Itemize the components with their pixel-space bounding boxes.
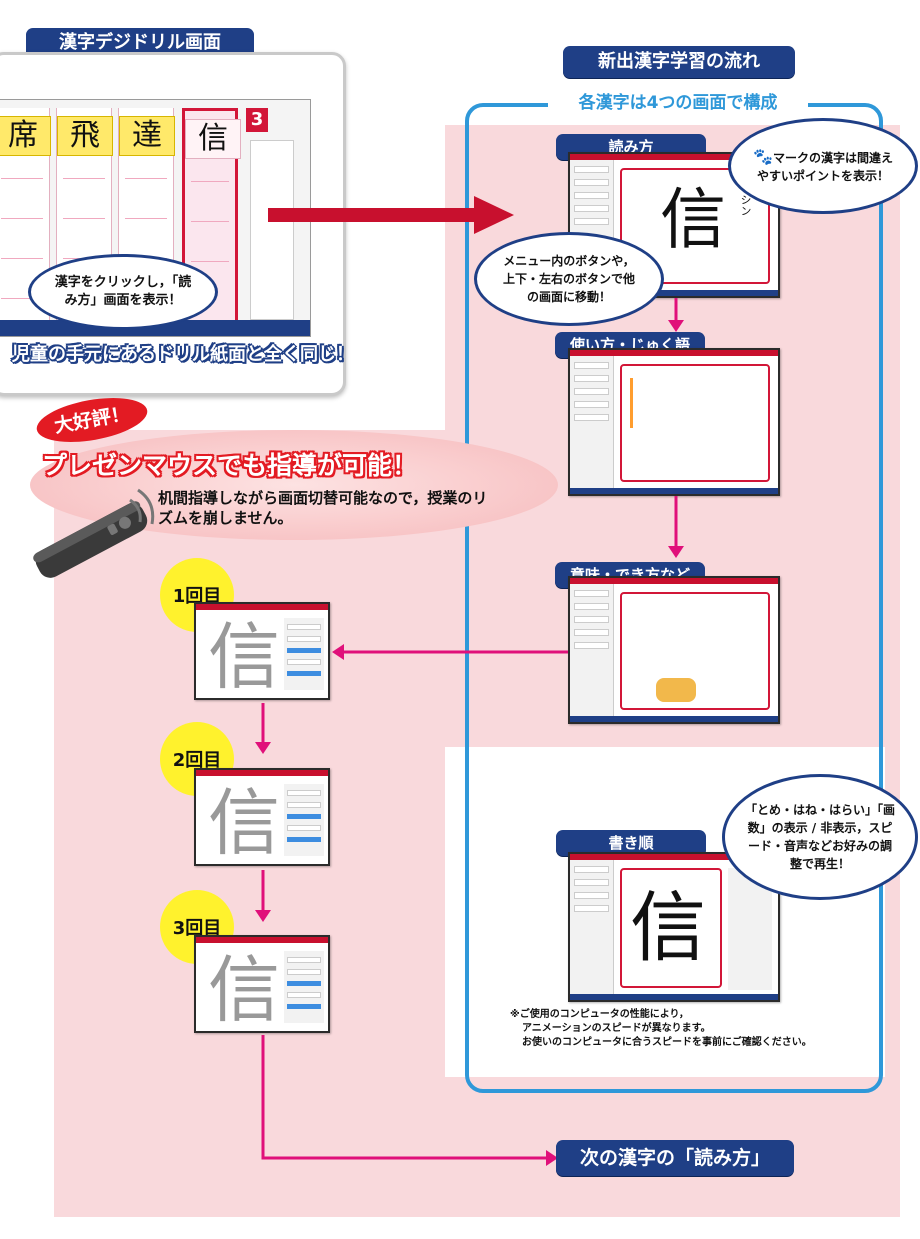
kanji-hi[interactable]: 飛 bbox=[57, 116, 113, 156]
kanji-tatsu[interactable]: 達 bbox=[119, 116, 175, 156]
stroke-screen[interactable]: 信 bbox=[568, 852, 780, 1002]
meaning-illustration bbox=[656, 678, 696, 702]
paw-icon: 🐾 bbox=[753, 146, 773, 166]
practice-kanji: 信 bbox=[208, 615, 281, 699]
drill-text-column bbox=[250, 140, 294, 320]
flow-label: 新出漢字学習の流れ bbox=[563, 46, 795, 78]
composition-label: 各漢字は4つの画面で構成 bbox=[548, 91, 808, 115]
promo-headline: プレゼンマウスでも指導が可能！ bbox=[42, 451, 418, 480]
note-line: アニメーションのスピードが異なります。 bbox=[522, 1023, 711, 1034]
practice-kanji: 信 bbox=[208, 781, 281, 865]
tablet-frame: 席 飛 達 信 3 bbox=[0, 52, 346, 396]
reading-on: シン bbox=[739, 194, 752, 216]
presenter-remote-icon bbox=[33, 488, 155, 578]
mark-callout-text: マークの漢字は間違えやすいポイントを表示！ bbox=[756, 150, 893, 183]
practice-screen-2[interactable]: 信 bbox=[194, 768, 330, 866]
stroke-callout: 「とめ・はね・はらい」「画数」の表示 / 非表示，スピード・音声などお好みの調整… bbox=[722, 774, 918, 900]
usage-screen[interactable] bbox=[568, 348, 780, 496]
practice-screen-3[interactable]: 信 bbox=[194, 935, 330, 1033]
menu-callout: メニュー内のボタンや，上下・左右のボタンで他の画面に移動！ bbox=[474, 232, 664, 326]
practice-screen-1[interactable]: 信 bbox=[194, 602, 330, 700]
lesson-number: 3 bbox=[246, 108, 268, 132]
note-line: お使いのコンピュータに合うスピードを事前にご確認ください。 bbox=[522, 1037, 812, 1048]
reading-screen[interactable]: 信 シン bbox=[568, 152, 780, 298]
kanji-seki[interactable]: 席 bbox=[0, 116, 51, 156]
meaning-screen[interactable] bbox=[568, 576, 780, 724]
stroke-kanji: 信 bbox=[630, 883, 706, 972]
promo-description: 机間指導しながら画面切替可能なので，授業のリズムを崩しません。 bbox=[158, 489, 488, 527]
usage-terms bbox=[630, 378, 750, 428]
drill-screen: 席 飛 達 信 3 bbox=[0, 99, 311, 337]
next-kanji-button[interactable]: 次の漢字の「読み方」 bbox=[556, 1140, 794, 1176]
kanji-shin[interactable]: 信 bbox=[185, 119, 241, 159]
tablet-to-flow-arrow bbox=[268, 196, 514, 234]
reading-kanji: 信 bbox=[660, 181, 726, 258]
mark-callout: 🐾マークの漢字は間違えやすいポイントを表示！ bbox=[728, 118, 918, 214]
stroke-label: 書き順 bbox=[556, 830, 706, 856]
tablet-caption: 児童の手元にあるドリル紙面と全く同じ！ bbox=[12, 344, 354, 365]
tablet-callout: 漢字をクリックし，「読み方」画面を表示！ bbox=[28, 254, 218, 330]
performance-note: ※ご使用のコンピュータの性能により， アニメーションのスピードが異なります。 お… bbox=[510, 1008, 870, 1050]
practice-kanji: 信 bbox=[208, 948, 281, 1032]
note-line: ※ご使用のコンピュータの性能により， bbox=[510, 1009, 689, 1020]
